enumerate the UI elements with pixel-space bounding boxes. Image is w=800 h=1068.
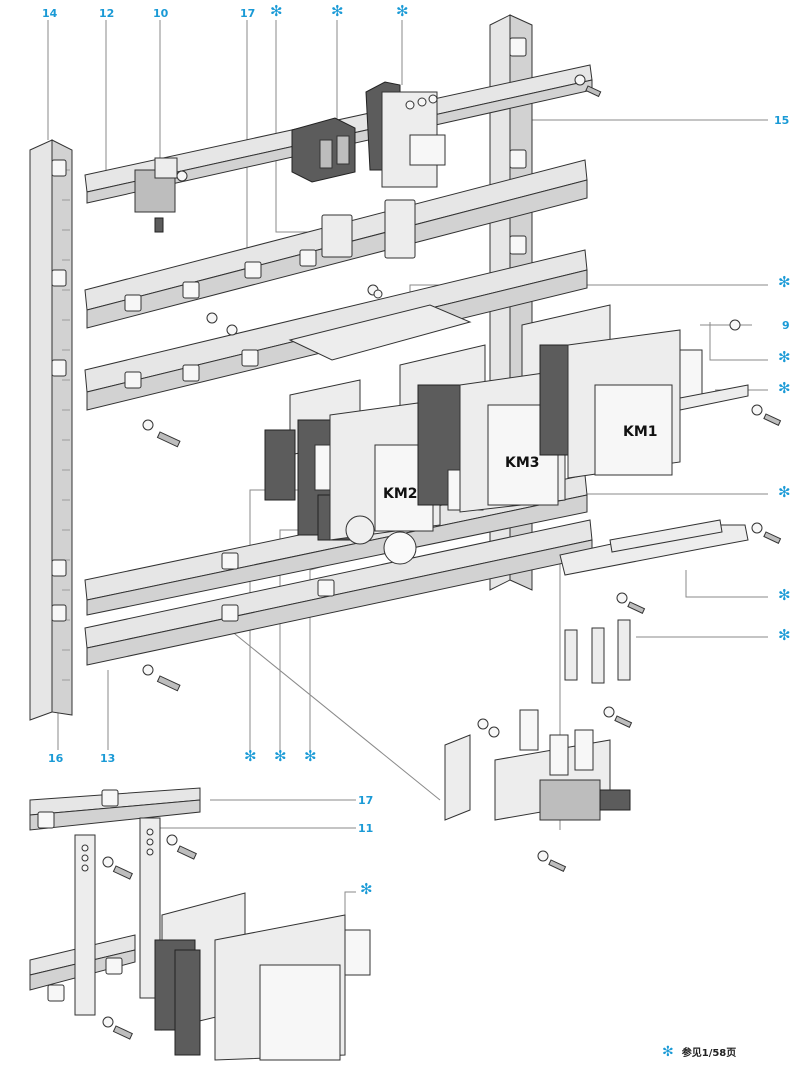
callout-10: 10 <box>153 7 169 20</box>
callout-star: ✻ <box>274 747 287 765</box>
callout-11: 11 <box>358 822 374 835</box>
footnote-star-icon: ✻ <box>662 1044 674 1060</box>
contactor-km1: KM1 <box>539 329 749 479</box>
linking-bars <box>559 519 749 684</box>
small-contactor <box>365 81 446 188</box>
circuit-breaker <box>291 117 356 183</box>
callout-12: 12 <box>99 7 115 20</box>
callout-9: 9 <box>782 319 790 332</box>
callout-star: ✻ <box>270 2 283 20</box>
callout-star: ✻ <box>778 379 791 397</box>
callout-star: ✻ <box>244 747 257 765</box>
km3-label: KM3 <box>505 455 540 471</box>
mounting-brackets <box>321 199 416 299</box>
callout-17-inset: 17 <box>358 794 374 807</box>
callout-star: ✻ <box>778 483 791 501</box>
km2-label: KM2 <box>383 486 418 502</box>
inset-detail <box>29 787 371 1061</box>
mounting-rails <box>84 159 593 666</box>
callout-16: 16 <box>48 752 64 765</box>
callout-star: ✻ <box>778 626 791 644</box>
callout-star: ✻ <box>778 273 791 291</box>
callout-star: ✻ <box>778 586 791 604</box>
footnote-text: 参见1/58页 <box>681 1048 737 1059</box>
km1-label: KM1 <box>623 424 658 440</box>
callout-star: ✻ <box>360 880 373 898</box>
callout-13: 13 <box>100 752 116 765</box>
callout-star: ✻ <box>304 747 317 765</box>
screws <box>142 74 782 872</box>
callout-star: ✻ <box>331 2 344 20</box>
thermal-overload-relay <box>444 709 631 821</box>
footnote: ✻ 参见1/58页 <box>662 1044 736 1060</box>
callout-17: 17 <box>240 7 256 20</box>
vertical-channel-left <box>29 139 73 721</box>
contactor-km2: KM2 <box>264 399 441 565</box>
callout-14: 14 <box>42 7 58 20</box>
rail-clamp-10 <box>134 157 188 233</box>
callout-star: ✻ <box>396 2 409 20</box>
callout-15: 15 <box>774 114 790 127</box>
connection-bar <box>288 304 472 361</box>
callout-star: ✻ <box>778 348 791 366</box>
